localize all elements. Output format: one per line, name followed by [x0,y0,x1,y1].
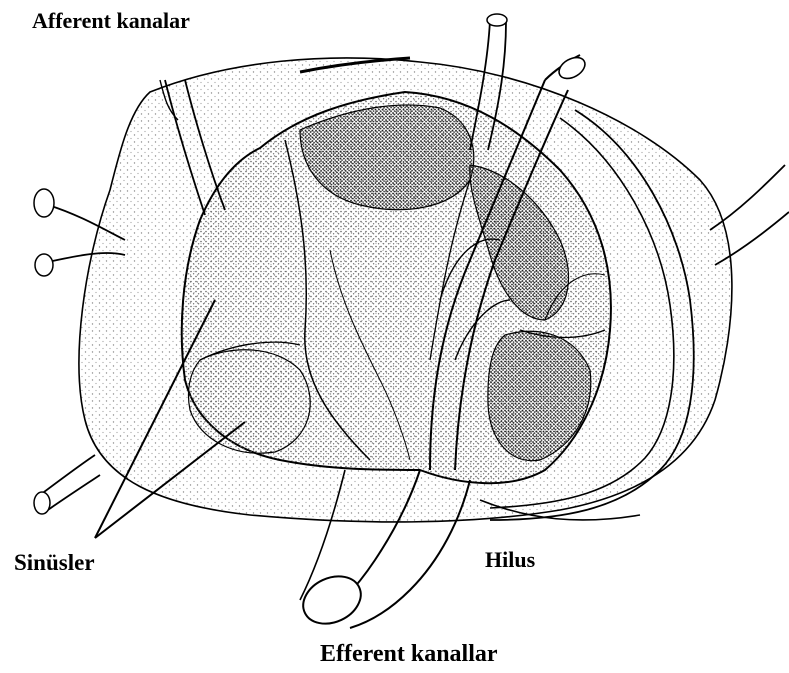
hilus-label: Hilus [485,549,535,571]
efferent-label: Efferent kanallar [320,642,498,666]
afferent-label: Afferent kanalar [32,10,190,32]
sinus-label: Sinüsler [14,551,95,574]
